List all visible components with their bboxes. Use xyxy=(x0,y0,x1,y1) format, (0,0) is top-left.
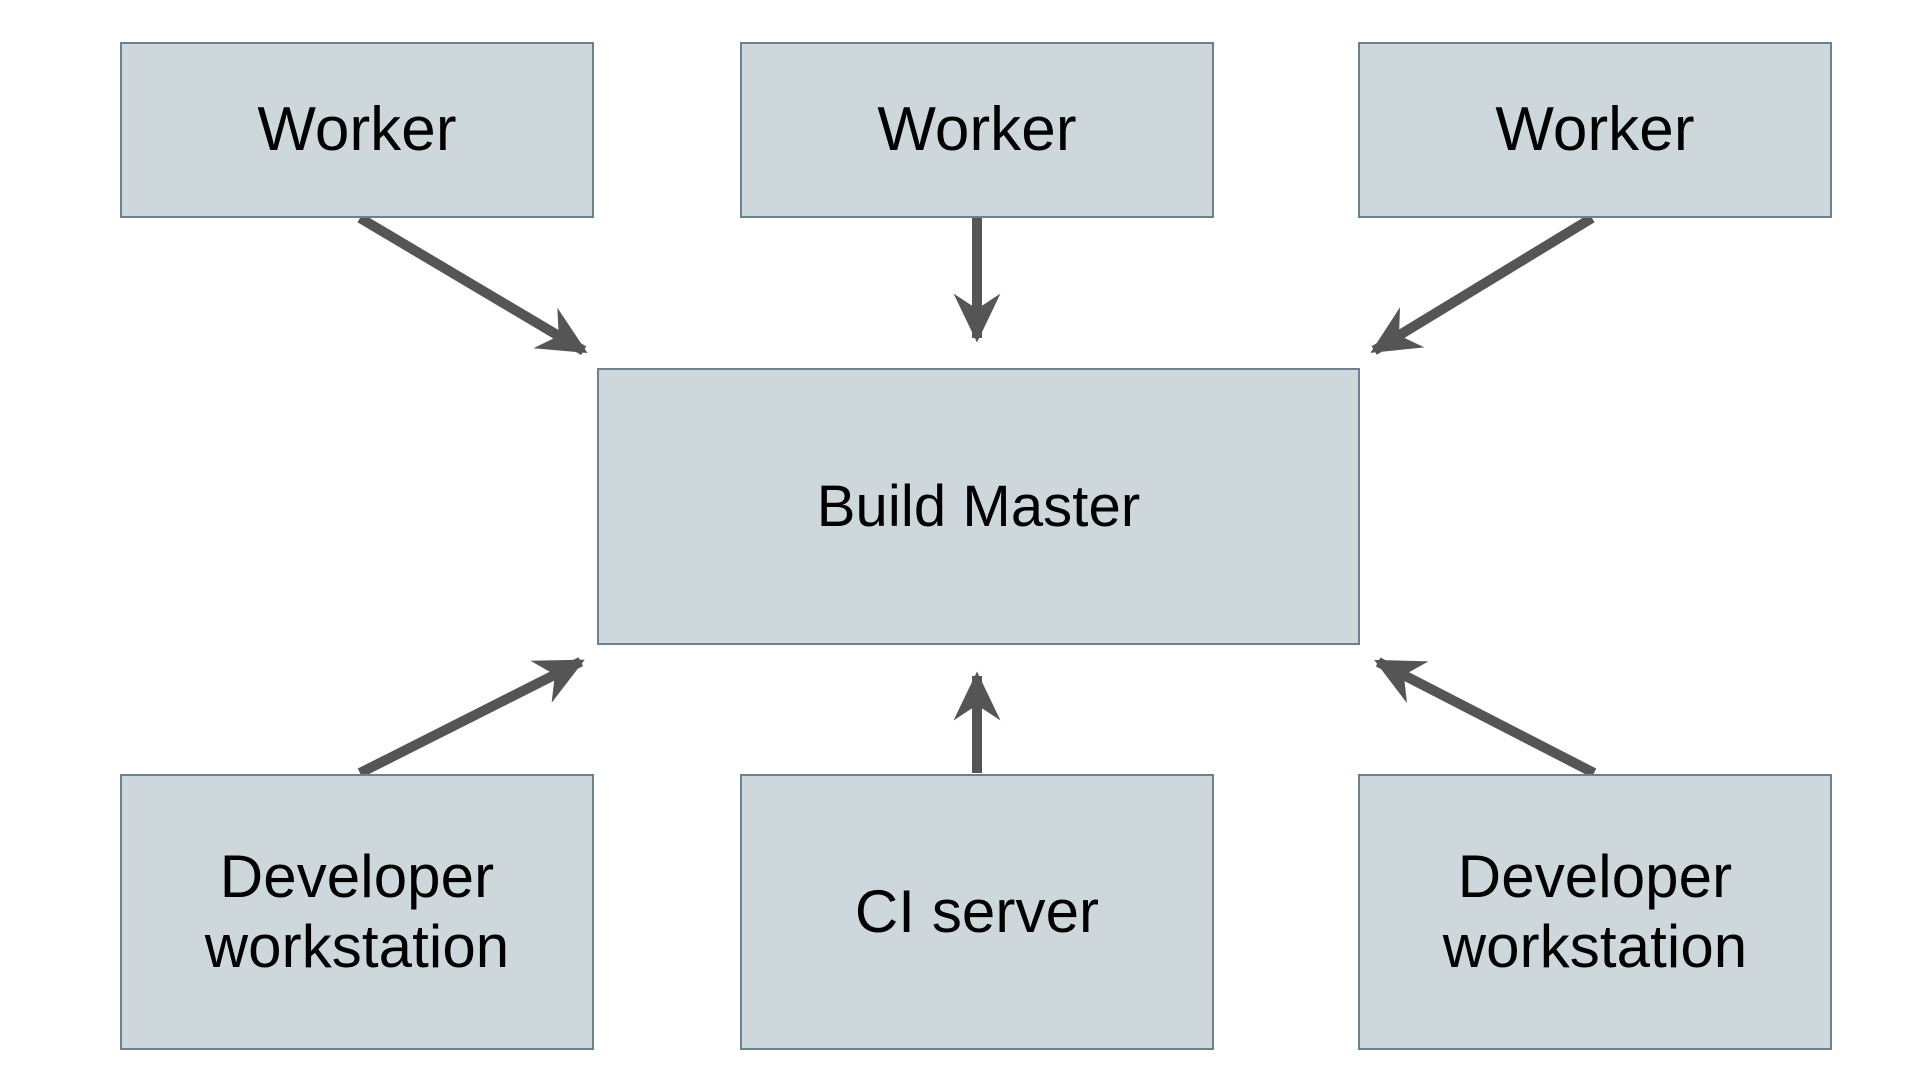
node-label: Build Master xyxy=(816,473,1141,539)
node-build-master[interactable]: Build Master xyxy=(597,368,1360,645)
node-worker-right[interactable]: Worker xyxy=(1358,42,1832,218)
edge-developer-workstation-left-to-build-master xyxy=(357,657,585,778)
edge-worker-right-to-build-master xyxy=(1370,213,1595,355)
node-label: CI server xyxy=(854,878,1100,946)
node-label: Worker xyxy=(1495,95,1695,165)
node-label: Worker xyxy=(257,95,457,165)
node-ci-server[interactable]: CI server xyxy=(740,774,1214,1050)
edge-worker-left-to-build-master xyxy=(357,213,588,356)
edge-developer-workstation-right-to-build-master xyxy=(1374,657,1597,778)
node-developer-workstation-left[interactable]: Developer workstation xyxy=(120,774,594,1050)
node-worker-left[interactable]: Worker xyxy=(120,42,594,218)
node-label: Developer workstation xyxy=(1442,843,1748,980)
node-worker-center[interactable]: Worker xyxy=(740,42,1214,218)
node-developer-workstation-right[interactable]: Developer workstation xyxy=(1358,774,1832,1050)
node-label: Worker xyxy=(877,95,1077,165)
node-label: Developer workstation xyxy=(204,843,510,980)
